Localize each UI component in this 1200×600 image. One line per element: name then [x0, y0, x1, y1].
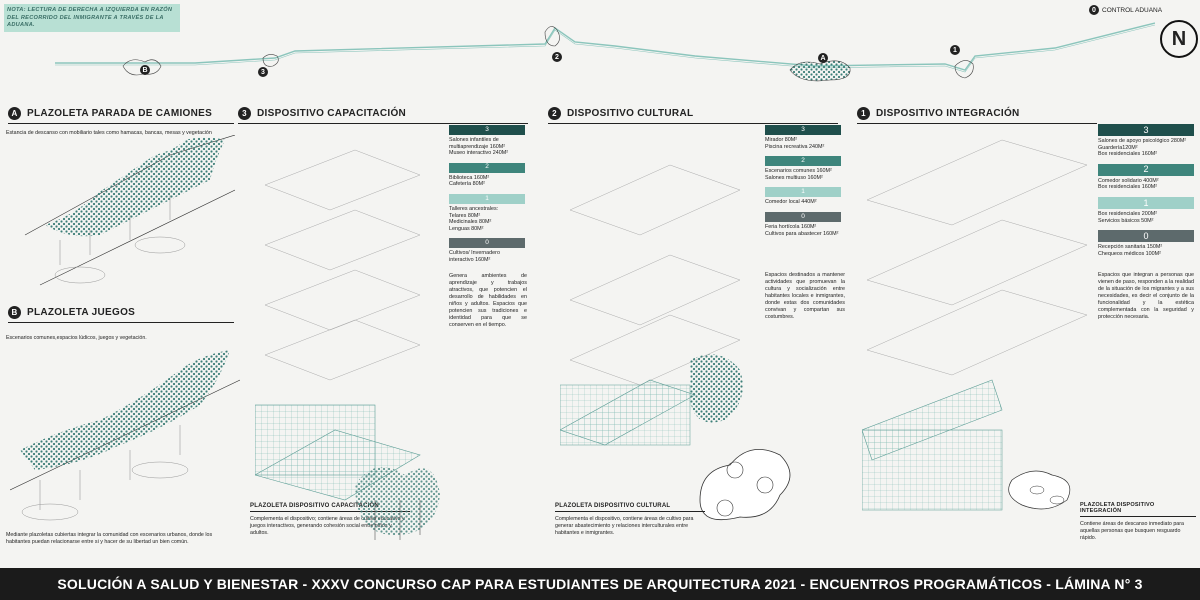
badge-3: 3	[238, 107, 251, 120]
plaza-a-drawing	[24, 135, 235, 286]
cultural-plaza-title: PLAZOLETA DISPOSITIVO CULTURAL	[555, 503, 705, 512]
program-item: Escenarios comunes 160M²	[765, 168, 832, 175]
route-marker-2: 2	[552, 52, 562, 62]
level-3-bar: 3	[765, 125, 841, 135]
program-item: Museo interactivo 240M²	[449, 150, 509, 157]
capacitacion-title: DISPOSITIVO CAPACITACIÓN	[257, 108, 407, 119]
level-0-bar: 0	[1098, 230, 1194, 243]
route-marker-1: 1	[950, 45, 960, 55]
legend: 0 CONTROL ADUANA	[1089, 5, 1162, 15]
reading-note: NOTA: LECTURA DE DERECHA A IZQUIERDA EN …	[4, 4, 180, 32]
program-item: Salones multiuso 160M²	[765, 174, 823, 181]
program-item: Biblioteca 160M²	[449, 174, 490, 181]
level-0-bar: 0	[449, 238, 525, 249]
section-b-title: PLAZOLETA JUEGOS	[27, 307, 136, 318]
route-line	[55, 22, 1155, 71]
section-integracion: 1 DISPOSITIVO INTEGRACIÓN	[857, 107, 1097, 124]
integracion-plaza: PLAZOLETA DISPOSITIVO INTEGRACIÓN Contie…	[1080, 502, 1196, 542]
program-item: Feria hortícola 160M²	[765, 223, 817, 230]
section-b-footer-text: Mediante plazoletas cubiertas integrar l…	[6, 532, 213, 545]
footer-title: SOLUCIÓN A SALUD Y BIENESTAR - XXXV CONC…	[0, 568, 1200, 600]
cultural-axonometric	[560, 164, 743, 446]
program-item: Piscina recreativa 240M²	[765, 143, 825, 150]
section-plazoleta-a: A PLAZOLETA PARADA DE CAMIONES	[8, 107, 234, 124]
program-item: Salones infantiles de	[449, 137, 499, 143]
section-plazoleta-b: B PLAZOLETA JUEGOS	[8, 306, 234, 323]
legend-label: CONTROL ADUANA	[1102, 6, 1163, 14]
plaza-1-blob	[954, 60, 974, 79]
program-item: Servicios básicos 50M²	[1098, 217, 1154, 224]
program-item: Mirador 80M²	[765, 137, 798, 143]
level-0-bar: 0	[765, 211, 841, 222]
cultural-description: Espacios destinados a mantener actividad…	[765, 272, 845, 320]
level-3-bar: 3	[449, 125, 525, 135]
plaza-3-blob	[262, 54, 279, 67]
program-item: Salones de apoyo psicológico 280M²	[1098, 138, 1187, 144]
program-item: Talleres ancestrales:	[449, 205, 499, 212]
capacitacion-plaza-text: Complementa el dispositivo; contiene áre…	[250, 516, 405, 536]
level-1-bar: 1	[765, 187, 841, 198]
section-a-caption: Estancia de descanso con mobiliario tale…	[6, 130, 212, 136]
program-item: Comedor local 440M²	[765, 199, 817, 206]
integracion-plaza-title: PLAZOLETA DISPOSITIVO INTEGRACIÓN	[1080, 502, 1196, 517]
control-marker: 0	[1089, 5, 1099, 15]
badge-1: 1	[857, 107, 870, 120]
cultural-title: DISPOSITIVO CULTURAL	[567, 108, 694, 119]
capacitacion-plaza: PLAZOLETA DISPOSITIVO CAPACITACIÓN Compl…	[250, 503, 410, 537]
capacitacion-plaza-drawing	[355, 467, 440, 540]
integracion-plaza-text: Contiene áreas de descanso inmediato par…	[1080, 521, 1184, 541]
integracion-axonometric	[862, 139, 1088, 511]
level-3-bar: 3	[1098, 124, 1194, 136]
program-item: Cultivos para abastecer 160M²	[765, 230, 839, 237]
level-2-bar: 2	[449, 162, 525, 173]
level-1-bar: 1	[449, 193, 525, 204]
plaza-b-blob	[122, 59, 162, 76]
cultural-plaza-text: Complementa el dispositivo, contiene áre…	[555, 516, 694, 536]
badge-2: 2	[548, 107, 561, 120]
route-marker-3: 3	[258, 67, 268, 77]
program-item: Lenguas 80M²	[449, 225, 484, 232]
program-item: Box residenciales 160M²	[1098, 151, 1158, 158]
program-item: Guardería120M²	[1098, 144, 1138, 151]
level-1-bar: 1	[1098, 196, 1194, 209]
plaza-a-blob	[789, 60, 851, 82]
program-item: Box residenciales 200M²	[1098, 210, 1158, 217]
program-item: multiaprendizaje 160M²	[449, 143, 506, 150]
program-item: Telares 80M²	[449, 212, 481, 219]
program-item: Chequeos médicos 100M²	[1098, 250, 1161, 257]
integracion-description: Espacios que integran a personas que vie…	[1098, 272, 1194, 320]
program-item: Medicinales 80M²	[449, 219, 492, 226]
section-capacitacion: 3 DISPOSITIVO CAPACITACIÓN	[238, 107, 528, 124]
section-a-title: PLAZOLETA PARADA DE CAMIONES	[27, 108, 213, 119]
route-map	[55, 22, 1155, 82]
north-arrow-icon: N	[1160, 20, 1198, 58]
program-item: Comedor solidario 400M²	[1098, 177, 1159, 184]
route-marker-b: B	[140, 65, 150, 75]
plaza-b-drawing	[10, 350, 240, 521]
program-item: Cafetería 80M²	[449, 181, 485, 188]
capacitacion-description: Genera ambientes de aprendizaje y trabaj…	[449, 273, 527, 328]
program-item: Recepción sanitaria 150M²	[1098, 244, 1163, 251]
badge-a: A	[8, 107, 21, 120]
route-marker-a: A	[818, 53, 828, 63]
badge-b: B	[8, 306, 21, 319]
cultural-plaza-drawing	[699, 448, 791, 521]
capacitacion-plaza-title: PLAZOLETA DISPOSITIVO CAPACITACIÓN	[250, 503, 410, 512]
integracion-title: DISPOSITIVO INTEGRACIÓN	[876, 108, 1020, 119]
cultural-plaza: PLAZOLETA DISPOSITIVO CULTURAL Complemen…	[555, 503, 705, 537]
section-b-caption: Escenarios comunes,espacios lúdicos, jue…	[6, 335, 147, 341]
plaza-2-blob	[544, 26, 560, 47]
program-item: Box residenciales 160M²	[1098, 184, 1158, 191]
program-item: interactivo 160M²	[449, 256, 491, 263]
program-item: Cultivos/ Invernadero	[449, 250, 500, 257]
level-2-bar: 2	[765, 156, 841, 167]
capacitacion-axonometric	[255, 149, 421, 501]
level-2-bar: 2	[1098, 163, 1194, 176]
section-cultural: 2 DISPOSITIVO CULTURAL	[548, 107, 838, 124]
